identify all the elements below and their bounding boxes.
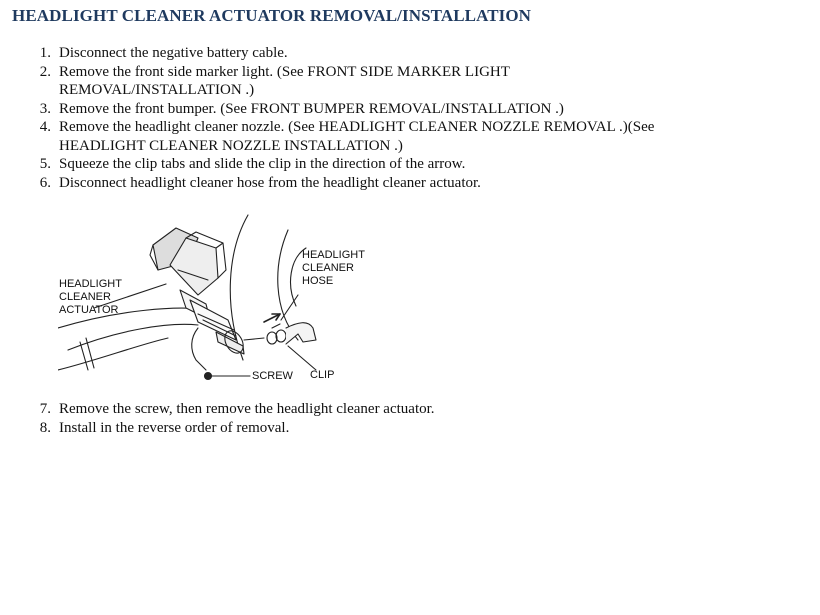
actuator-drawing: [58, 214, 317, 381]
hose-label: HEADLIGHT CLEANER HOSE: [302, 249, 365, 288]
step-text: Squeeze the clip tabs and slide the clip…: [59, 156, 466, 172]
step-item: 7. Remove the screw, then remove the hea…: [22, 400, 722, 419]
step-item: 5. Squeeze the clip tabs and slide the c…: [22, 155, 722, 174]
step-text: Disconnect the negative battery cable.: [59, 45, 288, 61]
step-text: Remove the screw, then remove the headli…: [59, 401, 435, 417]
step-number: 2.: [39, 63, 51, 80]
step-item: 6. Disconnect headlight cleaner hose fro…: [22, 174, 722, 193]
step-number: 8.: [39, 419, 51, 436]
hose-label-line: CLEANER: [302, 262, 354, 274]
steps-list-2: 7. Remove the screw, then remove the hea…: [22, 400, 722, 437]
step-number: 4.: [39, 119, 51, 135]
step-number: 3.: [39, 100, 51, 117]
actuator-label: HEADLIGHT CLEANER ACTUATOR: [59, 278, 122, 317]
step-text: Install in the reverse order of removal.: [59, 419, 290, 436]
step-number: 1.: [39, 45, 51, 61]
screw-label: SCREW: [252, 370, 293, 382]
step-item: 4. Remove the headlight cleaner nozzle. …: [22, 118, 722, 155]
step-number: 6.: [39, 174, 51, 191]
step-number: 5.: [39, 156, 51, 172]
step-text: Remove the front bumper. (See FRONT BUMP…: [59, 100, 564, 117]
step-item: 1. Disconnect the negative battery cable…: [22, 44, 722, 63]
step-item: 8. Install in the reverse order of remov…: [22, 419, 722, 438]
actuator-label-line: HEADLIGHT: [59, 278, 122, 290]
step-text: Remove the front side marker light. (See…: [59, 63, 510, 99]
actuator-diagram: HEADLIGHT CLEANER ACTUATOR HEADLIGHT CLE…: [58, 210, 370, 386]
clip-label: CLIP: [310, 369, 335, 381]
steps-list-1: 1. Disconnect the negative battery cable…: [22, 44, 722, 192]
step-text: Disconnect headlight cleaner hose from t…: [59, 174, 481, 191]
actuator-label-line: ACTUATOR: [59, 304, 119, 316]
hose-label-line: HOSE: [302, 275, 334, 287]
page-title: HEADLIGHT CLEANER ACTUATOR REMOVAL/INSTA…: [12, 6, 532, 25]
actuator-label-line: CLEANER: [59, 291, 111, 303]
step-item: 3. Remove the front bumper. (See FRONT B…: [22, 100, 722, 119]
hose-label-line: HEADLIGHT: [302, 249, 365, 261]
step-item: 2. Remove the front side marker light. (…: [22, 63, 722, 100]
step-text: Remove the headlight cleaner nozzle. (Se…: [59, 119, 655, 154]
step-number: 7.: [39, 401, 51, 417]
